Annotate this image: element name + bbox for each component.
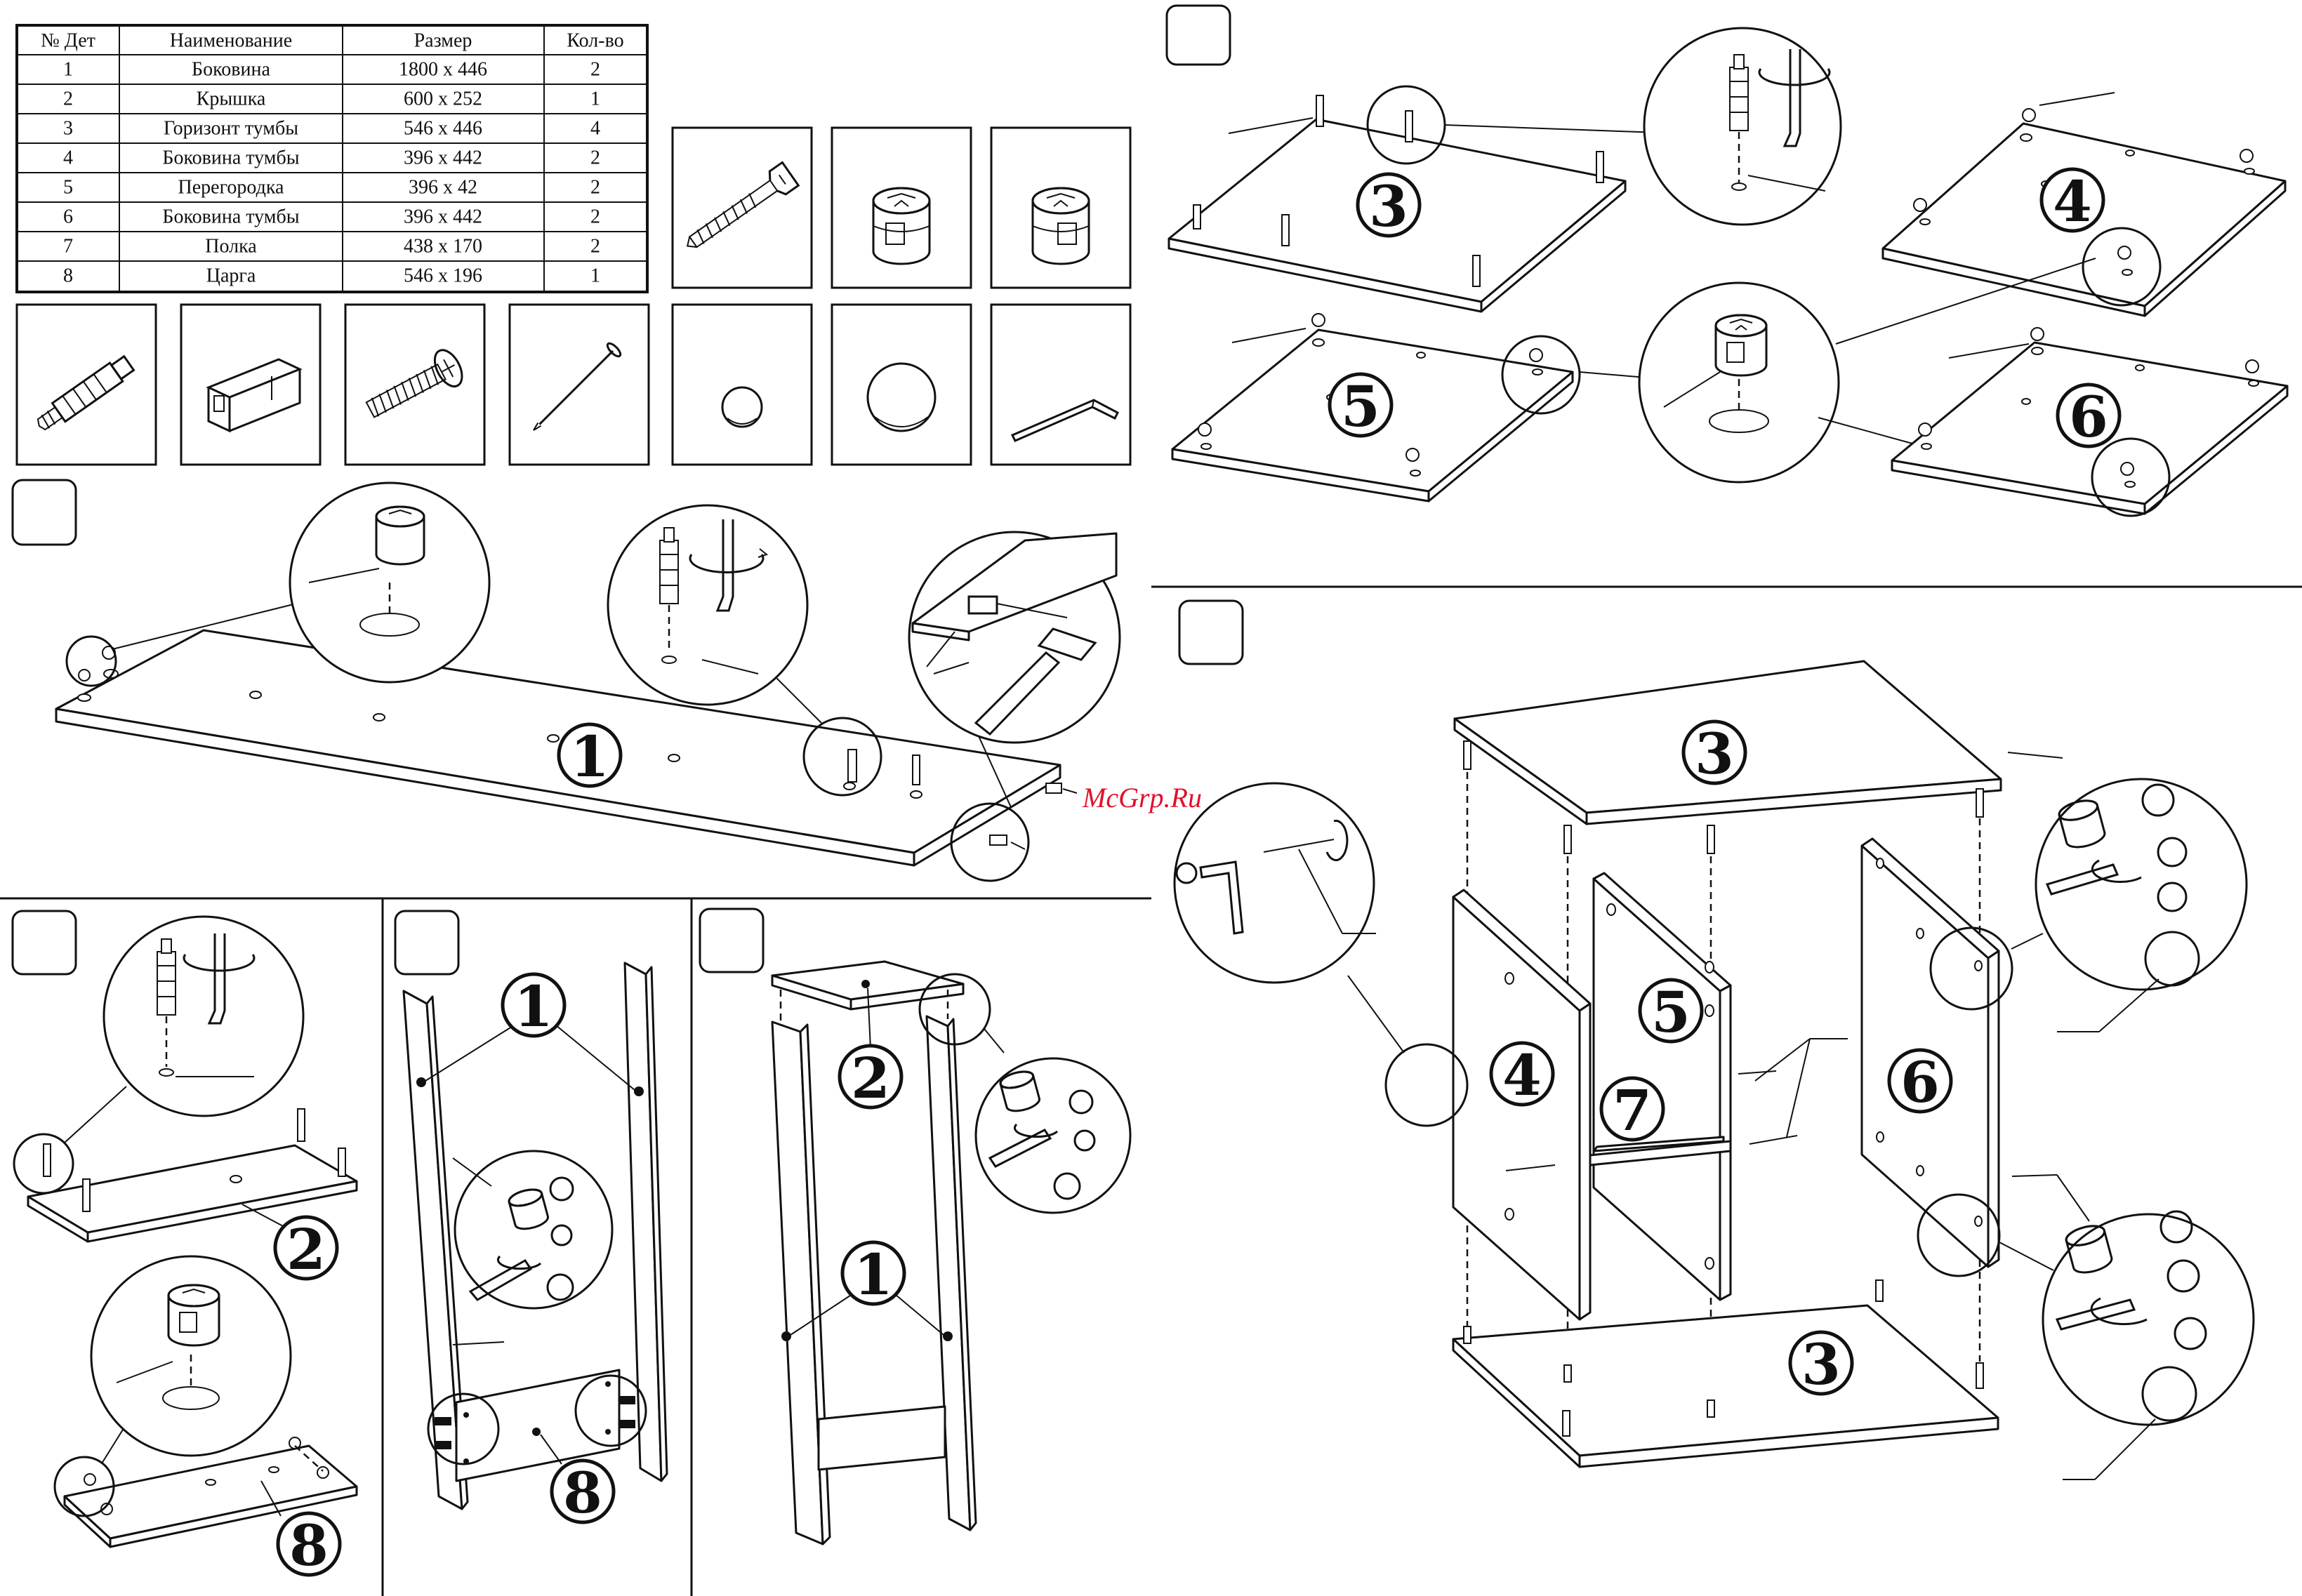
- table-cell: 2: [590, 206, 600, 228]
- table-cell: 600 x 252: [404, 88, 482, 110]
- step-lid-rail: 2 8: [14, 917, 357, 1578]
- table-cell: 2: [590, 177, 600, 199]
- table-cell: Полка: [205, 236, 257, 258]
- th-part-no: № Дет: [41, 30, 95, 52]
- svg-text:6: 6: [1900, 1049, 1940, 1115]
- step-panels-prep: 3 4 5: [1169, 28, 2287, 516]
- step-top-on-sides: 1 2: [772, 962, 1130, 1544]
- part-number-8: 8: [278, 1512, 340, 1578]
- table-cell: 1: [590, 265, 600, 287]
- table-cell: 396 x 442: [404, 147, 482, 169]
- part-number-2: 2: [275, 1216, 337, 1282]
- svg-text:4: 4: [2053, 168, 2092, 234]
- table-cell: 7: [63, 236, 73, 258]
- step-attach-rail: 1 8: [404, 963, 667, 1526]
- table-cell: Крышка: [197, 88, 266, 110]
- table-cell: 8: [63, 265, 73, 287]
- svg-text:7: 7: [1613, 1077, 1652, 1143]
- table-cell: 6: [63, 206, 73, 228]
- table-cell: Боковина: [192, 59, 270, 81]
- svg-text:3: 3: [1801, 1331, 1841, 1397]
- svg-text:8: 8: [289, 1512, 329, 1578]
- table-cell: 1: [590, 88, 600, 110]
- part-number-2: 2: [840, 1045, 901, 1111]
- svg-text:5: 5: [1341, 373, 1380, 439]
- step-cabinet-assembly: 3 4 5 7: [1175, 661, 2254, 1479]
- th-name: Наименование: [170, 30, 292, 52]
- table-cell: 2: [590, 147, 600, 169]
- table-cell: 1800 x 446: [399, 59, 487, 81]
- svg-text:1: 1: [570, 724, 609, 790]
- svg-text:2: 2: [286, 1216, 326, 1282]
- table-cell: 2: [590, 59, 600, 81]
- table-cell: 1: [63, 59, 73, 81]
- part-number-8: 8: [552, 1460, 614, 1526]
- svg-text:8: 8: [563, 1460, 602, 1526]
- table-cell: 546 x 196: [404, 265, 482, 287]
- table-cell: 396 x 42: [409, 177, 477, 199]
- table-cell: 4: [63, 147, 73, 169]
- th-qty: Кол-во: [567, 30, 623, 52]
- table-cell: 5: [63, 177, 73, 199]
- table-cell: 396 x 442: [404, 206, 482, 228]
- th-size: Размер: [414, 30, 472, 52]
- table-cell: 3: [63, 118, 73, 140]
- part-number-1: 1: [503, 973, 564, 1039]
- table-cell: Боковина тумбы: [162, 206, 299, 228]
- table-cell: Боковина тумбы: [162, 147, 299, 169]
- table-cell: Царга: [206, 265, 256, 287]
- svg-text:4: 4: [1502, 1042, 1542, 1108]
- svg-text:6: 6: [2069, 384, 2108, 450]
- step-side-panel: 1 McGrp.Ru: [56, 483, 1202, 881]
- table-cell: Горизонт тумбы: [164, 118, 298, 140]
- svg-text:3: 3: [1369, 173, 1408, 239]
- table-cell: 546 x 446: [404, 118, 482, 140]
- part-number-1: 1: [842, 1242, 904, 1308]
- watermark: McGrp.Ru: [1082, 782, 1202, 813]
- table-cell: 438 x 170: [404, 236, 482, 258]
- svg-text:1: 1: [854, 1242, 893, 1308]
- svg-text:2: 2: [851, 1045, 890, 1111]
- svg-text:5: 5: [1651, 979, 1691, 1045]
- svg-text:1: 1: [514, 973, 553, 1039]
- table-cell: 2: [590, 236, 600, 258]
- svg-text:3: 3: [1695, 721, 1734, 787]
- table-cell: 2: [63, 88, 73, 110]
- table-cell: Перегородка: [178, 177, 284, 199]
- table-cell: 4: [590, 118, 600, 140]
